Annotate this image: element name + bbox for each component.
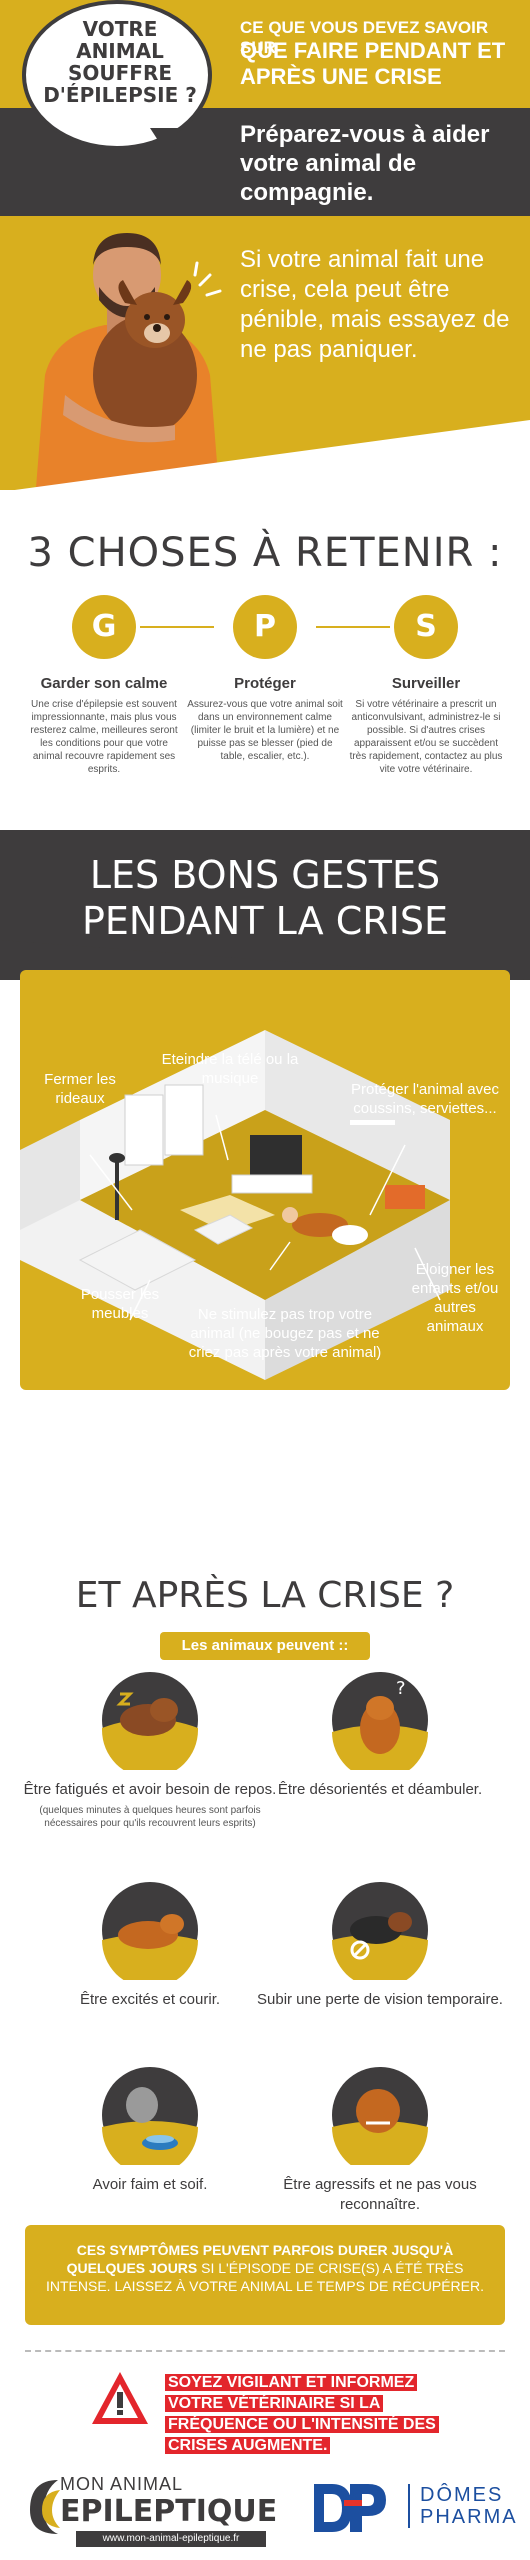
- partner-name: DÔMES PHARMA: [408, 2484, 518, 2528]
- gestures-title: Les bons gestes pendant la crise: [0, 852, 530, 944]
- partner-line2: PHARMA: [420, 2506, 518, 2528]
- confused-dog-icon: ?: [332, 1672, 428, 1770]
- mon-animal-epileptique-logo: [30, 2480, 60, 2534]
- sleeping-dog-icon: [102, 1672, 198, 1770]
- gestures-title-line2: pendant la crise: [81, 899, 449, 943]
- letter-circle-p: P: [233, 595, 297, 659]
- warning-icon: [92, 2372, 148, 2424]
- header-diagonal-cut: [0, 420, 530, 490]
- blind-dog-icon: [332, 1882, 428, 1980]
- gps-connector-1: [140, 626, 214, 628]
- header-subtitle-2: que faire pendant et après une crise: [240, 38, 506, 89]
- symptom-text: Subir une perte de vision temporaire.: [257, 1991, 503, 2008]
- rule-title: Garder son calme: [40, 675, 168, 692]
- rule-text: Assurez-vous que votre animal soit dans …: [187, 699, 343, 762]
- label-children: Eloigner les enfants et/ou autres animau…: [411, 1261, 499, 1335]
- symptom-tired: Être fatigués et avoir besoin de repos. …: [20, 1670, 280, 1830]
- rule-watch: Surveiller Si votre vétérinaire a prescr…: [346, 675, 506, 776]
- symptom-disoriented: ? Être désorientés et déambuler.: [250, 1670, 510, 1800]
- animals-can-badge: Les animaux peuvent ::: [160, 1632, 370, 1660]
- symptom-aggressive: Être agressifs et ne pas vous reconnaîtr…: [250, 2065, 510, 2215]
- symptom-vision: Subir une perte de vision temporaire.: [250, 1880, 510, 2010]
- running-dog-icon: [102, 1882, 198, 1980]
- brand-line2: Epileptique: [60, 2494, 278, 2529]
- symptom-note: (quelques minutes à quelques heures sont…: [39, 1805, 261, 1829]
- letter-circle-g: G: [72, 595, 136, 659]
- gestures-title-line1: Les bons gestes: [89, 853, 441, 897]
- symptom-excited: Être excités et courir.: [20, 1880, 280, 2010]
- label-do-not-stimulate: Ne stimulez pas trop votre animal (ne bo…: [188, 1306, 382, 1361]
- speech-bubble-tail: [150, 128, 178, 162]
- label-protect: Protéger l'animal avec coussins, serviet…: [351, 1081, 499, 1117]
- dashed-divider: [25, 2350, 505, 2352]
- rule-title: Surveiller: [391, 675, 461, 692]
- brand-line1: Mon animal: [60, 2474, 184, 2494]
- living-room-illustration: [20, 1030, 450, 1380]
- label-tv: Eteindre la télé ou la musique: [161, 1051, 299, 1087]
- after-crisis-title: Et après la crise ?: [75, 1575, 455, 1616]
- good-gestures-section: Les bons gestes pendant la crise: [0, 830, 530, 1470]
- duration-box: Ces symptômes peuvent parfois durer jusq…: [25, 2225, 505, 2325]
- partner-line1: DÔMES: [420, 2484, 504, 2506]
- header-prepare: Préparez-vous à aider votre animal de co…: [240, 121, 490, 206]
- aggressive-dog-icon: [332, 2067, 428, 2165]
- three-things-title: 3 choses à retenir :: [27, 530, 503, 576]
- brand-url: www.mon-animal-epileptique.fr: [76, 2531, 266, 2547]
- rule-text: Une crise d'épilepsie est souvent impres…: [30, 699, 178, 775]
- header-section: Votre animal souffre d'épilepsie ? Ce qu…: [0, 0, 530, 490]
- rule-text: Si votre vétérinaire a prescrit un antic…: [349, 699, 503, 775]
- symptom-text: Être désorientés et déambuler.: [277, 1781, 483, 1798]
- domes-pharma-logo: [314, 2484, 386, 2532]
- header-paragraph: Si votre animal fait une crise, cela peu…: [240, 246, 510, 363]
- gps-row: G P S: [0, 595, 530, 665]
- rule-protect: Protéger Assurez-vous que votre animal s…: [185, 675, 345, 763]
- letter-circle-s: S: [394, 595, 458, 659]
- symptom-text: Être agressifs et ne pas vous reconnaîtr…: [283, 2176, 477, 2213]
- gps-connector-2: [316, 626, 390, 628]
- header-subtitle-1: Ce que vous devez savoir sur: [240, 18, 489, 57]
- rule-title: Protéger: [234, 675, 296, 692]
- warning-text: Soyez vigilant et informez votre vétérin…: [165, 2374, 439, 2454]
- dog-bowl-icon: [102, 2067, 198, 2165]
- bubble-title: Votre animal souffre d'épilepsie ?: [43, 17, 197, 107]
- duration-bold: Ces symptômes peuvent parfois durer jusq…: [66, 2242, 454, 2276]
- svg-text:?: ?: [396, 1678, 406, 1699]
- label-furniture: Pousser les meubles: [80, 1286, 160, 1322]
- symptom-text: Être excités et courir.: [79, 1991, 221, 2008]
- gestures-panel: Fermer les rideaux Eteindre la télé ou l…: [20, 970, 510, 1390]
- symptom-text: Avoir faim et soif.: [92, 2176, 208, 2193]
- rule-calm: Garder son calme Une crise d'épilepsie e…: [24, 675, 184, 776]
- warning-text-block: Soyez vigilant et informez votre vétérin…: [165, 2372, 445, 2456]
- label-curtains: Fermer les rideaux: [44, 1071, 116, 1107]
- speech-bubble: [22, 0, 212, 150]
- duration-rest: si l'épisode de crise(s) a été très inte…: [46, 2260, 484, 2294]
- symptom-text: Être fatigués et avoir besoin de repos.: [23, 1781, 277, 1798]
- symptom-hungry: Avoir faim et soif.: [20, 2065, 280, 2195]
